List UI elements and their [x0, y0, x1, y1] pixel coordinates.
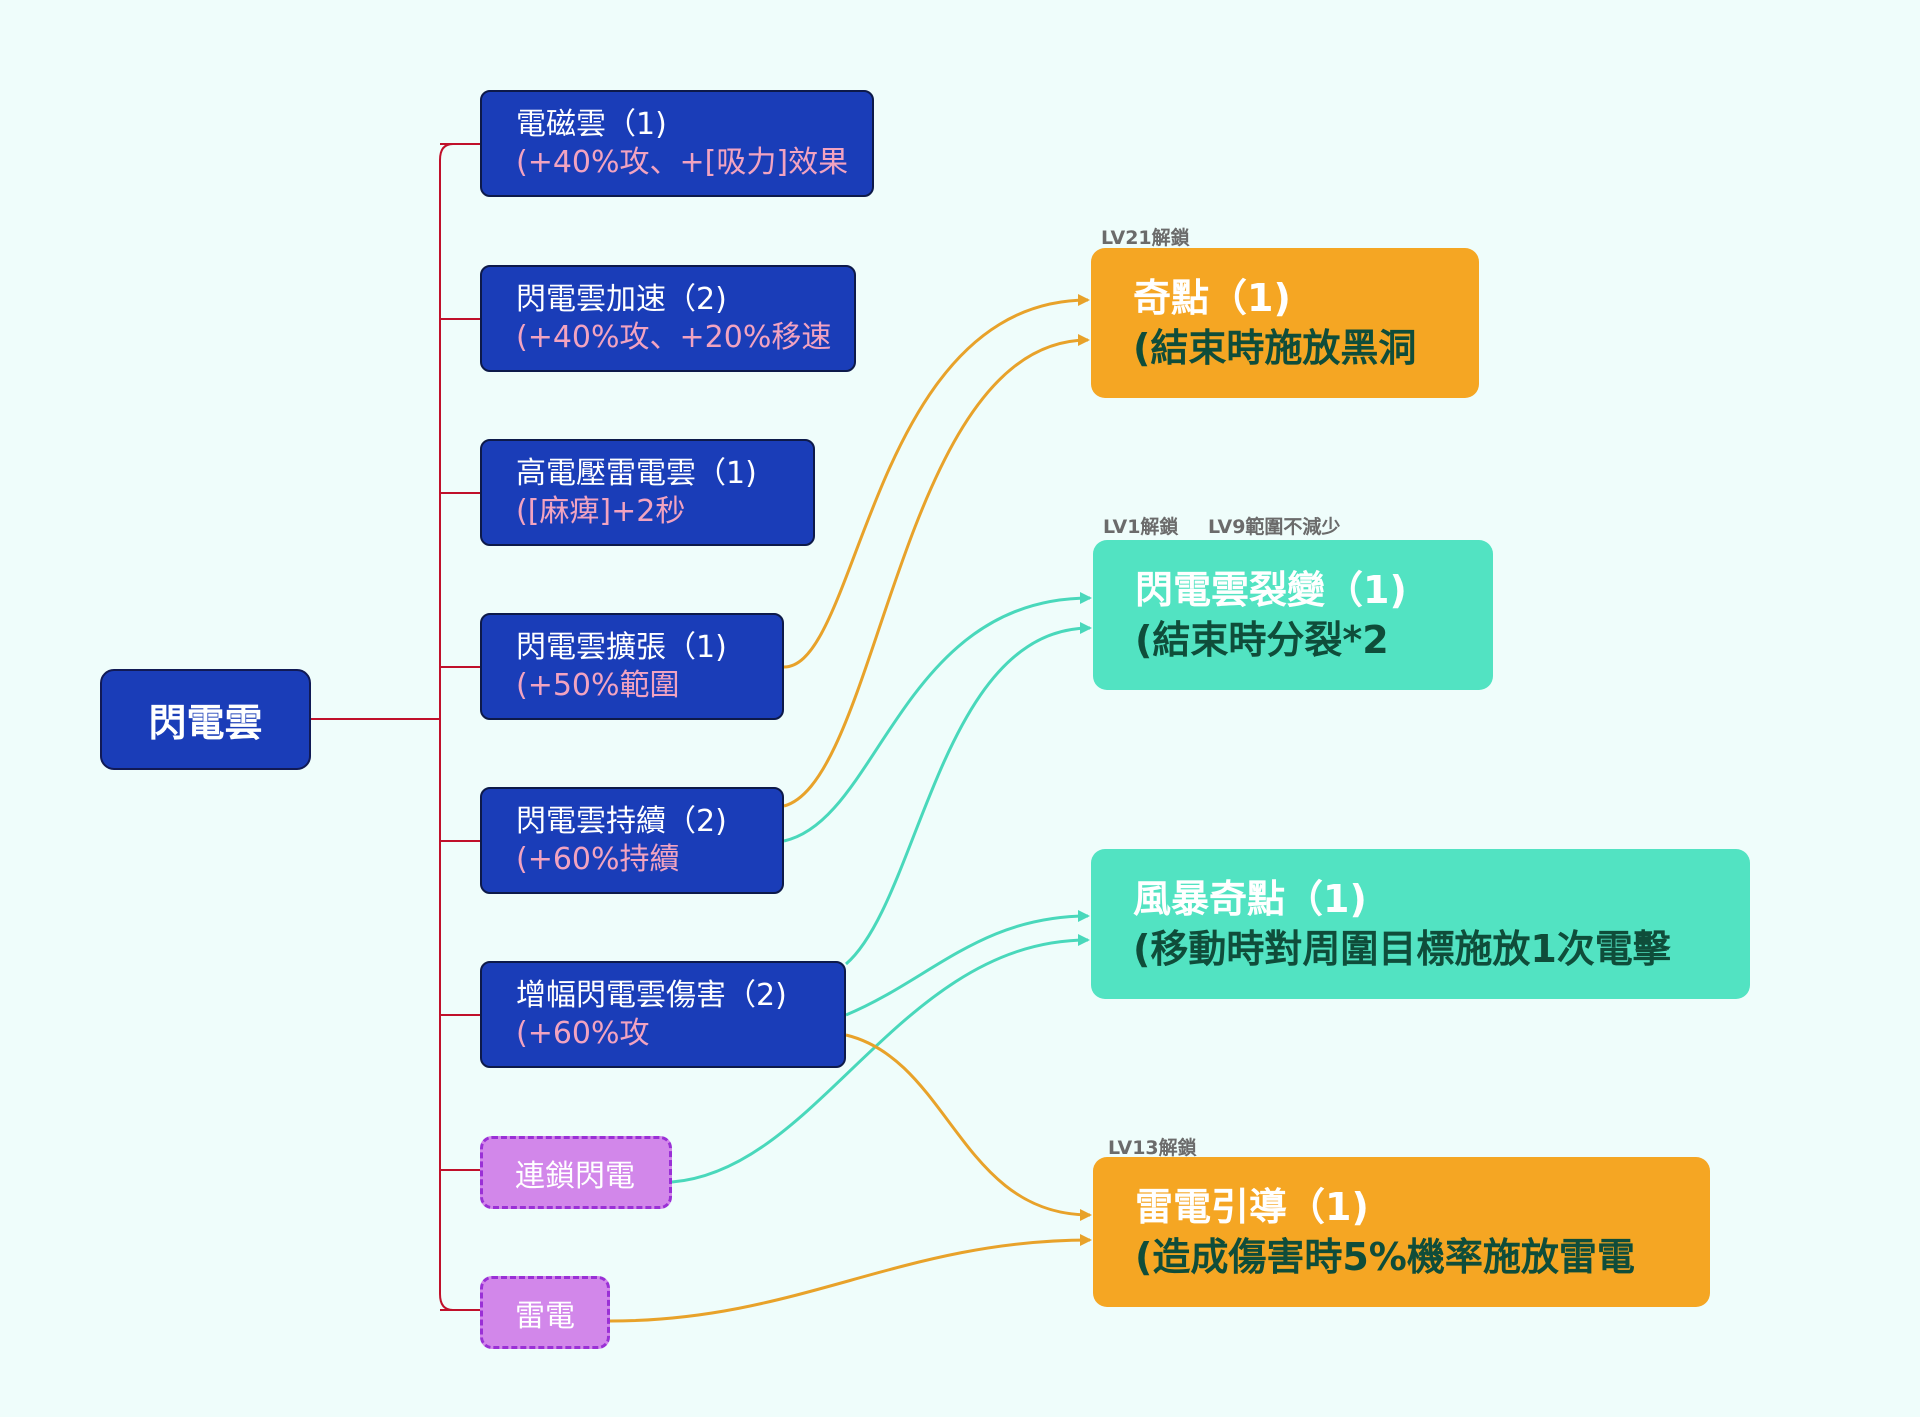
- result-node-thunder-guide[interactable]: 雷電引導（1) (造成傷害時5%機率施放雷電: [1093, 1157, 1710, 1307]
- candidate-node-chain-lightning[interactable]: 連鎖閃電: [480, 1136, 672, 1209]
- branch-title: 閃電雲擴張（1): [516, 629, 727, 665]
- tree-spine: [439, 143, 454, 1311]
- branch-effect: (+60%攻: [516, 1015, 650, 1051]
- link-damage-to-storm: [845, 910, 1090, 1017]
- root-label: 閃電雲: [148, 701, 263, 745]
- branch-title: 高電壓雷電雲（1): [516, 455, 757, 491]
- branch-effect: (+40%攻、+20%移速: [516, 319, 832, 355]
- link-duration-to-fission: [783, 592, 1092, 843]
- result-effect: (結束時分裂*2: [1135, 618, 1389, 662]
- tree-connectors: [311, 143, 480, 1311]
- result-node-storm-singularity[interactable]: 風暴奇點（1) (移動時對周圍目標施放1次電擊: [1091, 849, 1750, 999]
- note-fission-unlock: LV1解鎖: [1103, 516, 1179, 538]
- branch-effect: ([麻痺]+2秒: [516, 493, 686, 529]
- branch-node-2[interactable]: 閃電雲加速（2) (+40%攻、+20%移速: [480, 265, 856, 372]
- note-thunder-guide-unlock: LV13解鎖: [1108, 1137, 1197, 1159]
- result-effect: (結束時施放黑洞: [1133, 326, 1417, 370]
- result-title: 閃電雲裂變（1): [1135, 568, 1407, 612]
- branch-node-1[interactable]: 電磁雲（1) (+40%攻、+[吸力]效果: [480, 90, 874, 197]
- candidate-label: 連鎖閃電: [515, 1158, 635, 1194]
- link-damage-to-fission: [845, 622, 1092, 966]
- note-fission-range: LV9範圍不減少: [1208, 516, 1341, 538]
- branch-title: 閃電雲加速（2): [516, 281, 727, 317]
- result-node-singularity[interactable]: 奇點（1) (結束時施放黑洞: [1091, 248, 1479, 398]
- branch-node-5[interactable]: 閃電雲持續（2) (+60%持續: [480, 787, 784, 894]
- result-node-fission[interactable]: 閃電雲裂變（1) (結束時分裂*2: [1093, 540, 1493, 690]
- branch-node-4[interactable]: 閃電雲擴張（1) (+50%範圍: [480, 613, 784, 720]
- result-title: 風暴奇點（1): [1133, 877, 1367, 921]
- branch-title: 增幅閃電雲傷害（2): [516, 977, 787, 1013]
- branch-node-6[interactable]: 增幅閃電雲傷害（2) (+60%攻: [480, 961, 846, 1068]
- link-duration-to-singularity: [783, 334, 1090, 808]
- branch-title: 電磁雲（1): [516, 106, 667, 142]
- candidate-label: 雷電: [515, 1298, 575, 1334]
- result-title: 雷電引導（1): [1135, 1185, 1369, 1229]
- branch-effect: (+40%攻、+[吸力]效果: [516, 144, 849, 180]
- root-node[interactable]: 閃電雲: [100, 669, 311, 770]
- link-thunder-to-thunder-guide: [609, 1234, 1092, 1323]
- branch-title: 閃電雲持續（2): [516, 803, 727, 839]
- note-singularity-unlock: LV21解鎖: [1101, 227, 1190, 249]
- link-damage-to-thunder-guide: [845, 1033, 1092, 1221]
- branch-effect: (+60%持續: [516, 841, 680, 877]
- result-effect: (移動時對周圍目標施放1次電擊: [1133, 927, 1671, 971]
- result-effect: (造成傷害時5%機率施放雷電: [1135, 1235, 1635, 1279]
- branch-node-3[interactable]: 高電壓雷電雲（1) ([麻痺]+2秒: [480, 439, 815, 546]
- candidate-node-thunder[interactable]: 雷電: [480, 1276, 610, 1349]
- result-title: 奇點（1): [1133, 276, 1291, 320]
- branch-effect: (+50%範圍: [516, 667, 680, 703]
